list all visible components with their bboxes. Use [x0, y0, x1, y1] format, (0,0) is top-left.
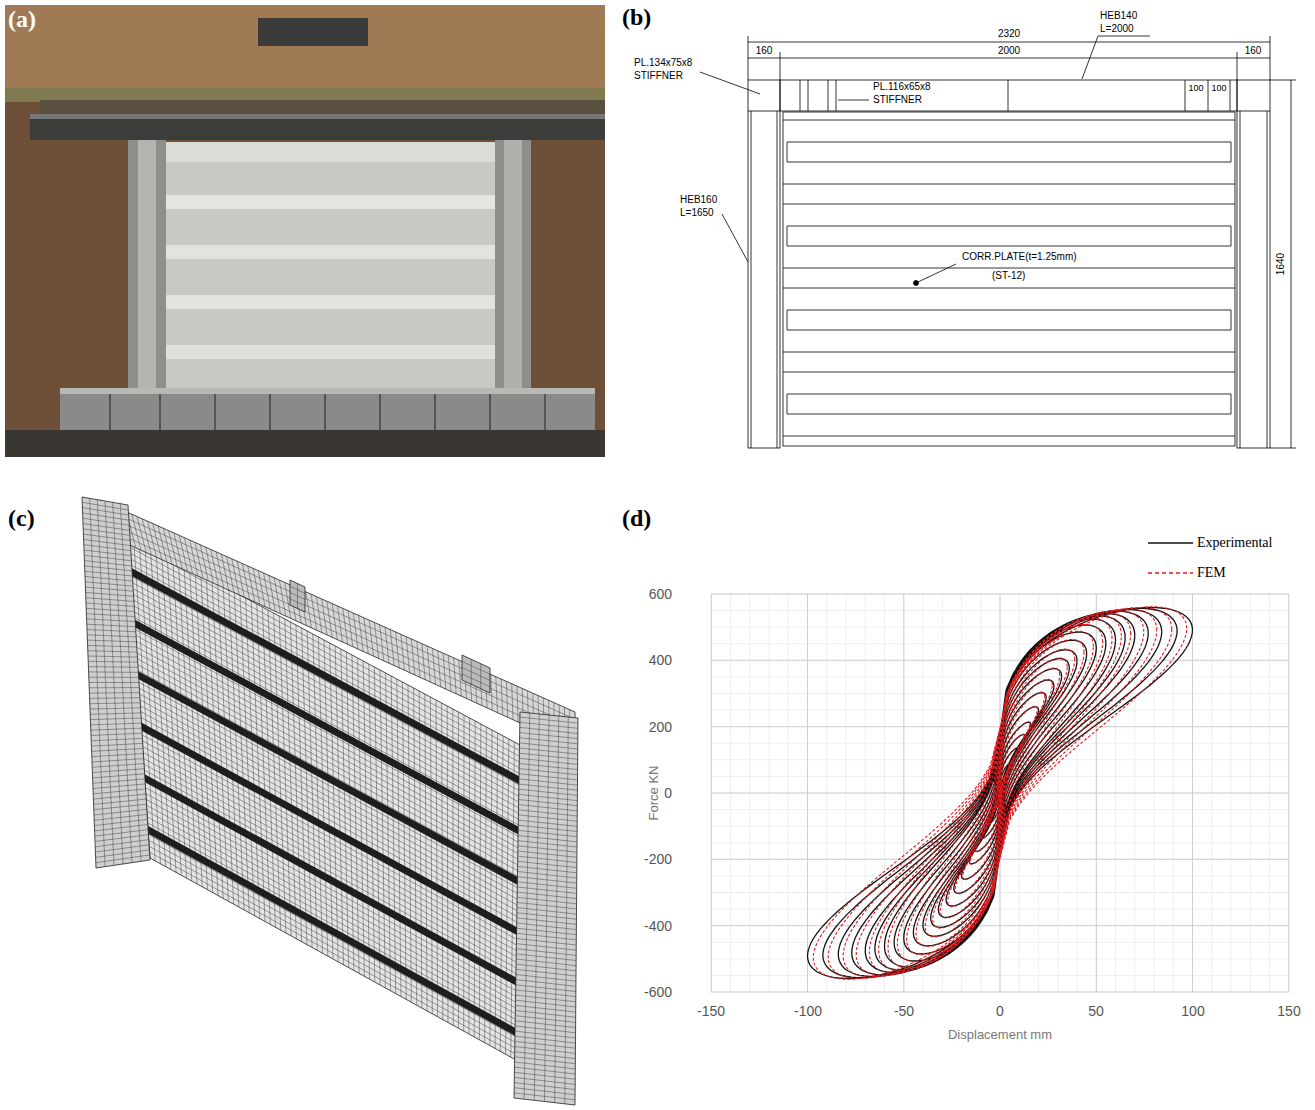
legend-sample	[1148, 572, 1193, 574]
legend-text: Experimental	[1197, 535, 1272, 551]
corrugation-band	[141, 722, 518, 935]
mesh-lines	[290, 584, 305, 609]
part-name: CORR.PLATE(t=1.25mm)	[960, 251, 1079, 263]
experimental-curve	[808, 608, 1193, 979]
dimension: 160	[1245, 45, 1262, 57]
mesh-part	[82, 497, 150, 868]
legend-sample	[1148, 542, 1193, 544]
dimension: 160	[756, 45, 773, 57]
tick-label: 200	[649, 719, 672, 735]
fe-mesh	[82, 497, 578, 1105]
test-photo	[5, 5, 605, 457]
tick-label: -400	[644, 918, 672, 934]
panel-letter: (b)	[622, 4, 651, 32]
tick-label: 0	[996, 1003, 1004, 1019]
tick-label: 50	[1088, 1003, 1104, 1019]
legend-text: FEM	[1197, 565, 1226, 581]
tick-label: -600	[644, 984, 672, 1000]
shop-drawing	[700, 36, 1296, 448]
tick-label: 600	[649, 586, 672, 602]
mesh-part	[514, 712, 578, 1105]
corrugation-band	[144, 774, 517, 986]
dimension: 100	[1211, 83, 1226, 93]
tick-label: 100	[1181, 1003, 1204, 1019]
panel-letter: (c)	[8, 505, 35, 533]
tick-label: 0	[664, 785, 672, 801]
mesh-part	[290, 580, 305, 612]
minor-grid	[711, 594, 1289, 992]
mesh-part	[100, 500, 575, 748]
major-grid	[711, 594, 1289, 992]
part-name: L=1650	[680, 207, 714, 219]
corrugation-band	[148, 826, 517, 1037]
fem-curve	[813, 607, 1186, 979]
part-name: HEB140	[1100, 10, 1137, 22]
part-name: L=2000	[1100, 23, 1134, 35]
part-name: (ST-12)	[990, 270, 1027, 282]
mesh-lines	[102, 502, 575, 745]
axis-title: Force KN	[647, 766, 662, 821]
panel-letter: (d)	[622, 505, 651, 533]
tick-label: -200	[644, 851, 672, 867]
mesh-part	[462, 655, 490, 693]
tick-label: -100	[794, 1003, 822, 1019]
part-name: STIFFNER	[873, 94, 922, 106]
dimension: 2320	[998, 28, 1020, 40]
part-name: PL.116x65x8	[873, 81, 931, 93]
part-name: HEB160	[680, 194, 717, 206]
dimension: 1640	[1275, 253, 1287, 275]
tick-label: 400	[649, 652, 672, 668]
tick-label: 150	[1277, 1003, 1300, 1019]
dimension: 2000	[998, 45, 1020, 57]
mesh-lines	[82, 498, 150, 866]
part-name: PL.134x75x8	[634, 57, 692, 69]
tick-label: -50	[894, 1003, 914, 1019]
part-name: STIFFNER	[634, 70, 683, 82]
hysteresis-chart	[711, 543, 1289, 992]
mesh-lines	[514, 713, 578, 1104]
mesh-lines	[462, 659, 490, 688]
dimension: 100	[1188, 83, 1203, 93]
tick-label: -150	[697, 1003, 725, 1019]
panel-letter: (a)	[8, 6, 36, 34]
axis-title: Displacement mm	[948, 1028, 1052, 1043]
